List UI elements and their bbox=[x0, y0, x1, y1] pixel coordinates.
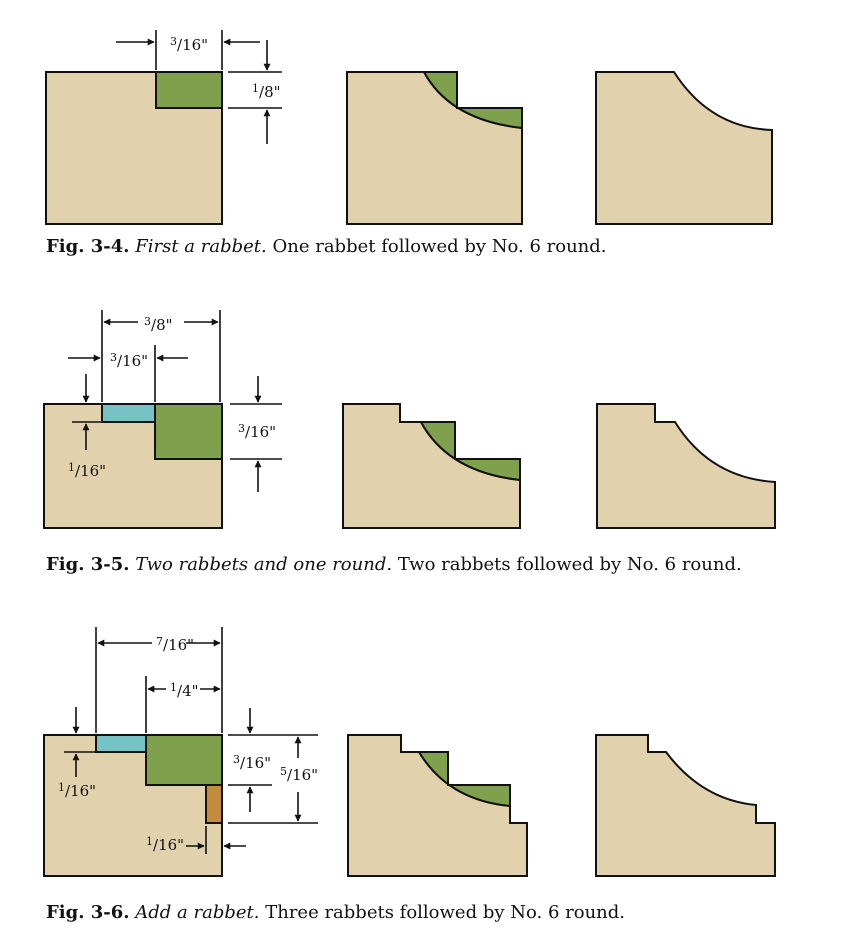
fig-3-5-caption-label: Fig. 3-5. bbox=[46, 554, 130, 575]
fig-3-6-mid-width-label: 1/4" bbox=[170, 681, 199, 700]
fig-3-5-small-depth-label: 1/16" bbox=[68, 461, 106, 480]
fig-3-5-small-rabbet-cut bbox=[101, 403, 156, 423]
fig-3-4-caption-title: First a rabbet. bbox=[135, 236, 267, 257]
fig-3-4-depth-label: 1/8" bbox=[252, 82, 281, 101]
fig-3-6-diagram: 7/16" 1/4" 1/16" 3/16" 5/16" bbox=[43, 627, 776, 877]
fig-3-6-outer-width-label: 7/16" bbox=[156, 635, 194, 654]
fig-3-5-caption: Fig. 3-5. Two rabbets and one round. Two… bbox=[46, 554, 742, 575]
fig-3-6-total-depth-label: 5/16" bbox=[280, 765, 318, 784]
fig-3-5-caption-title: Two rabbets and one round. bbox=[135, 554, 393, 575]
fig-3-6-caption: Fig. 3-6. Add a rabbet. Three rabbets fo… bbox=[46, 902, 625, 923]
fig-3-6-caption-text: Three rabbets followed by No. 6 round. bbox=[265, 902, 625, 923]
fig-3-5-diagram: 3/8" 3/16" 1/16" 3/16" bbox=[43, 310, 776, 529]
fig-3-6-finished-profile bbox=[595, 734, 776, 877]
fig-3-5-depth-label: 3/16" bbox=[238, 422, 276, 441]
fig-3-6-side-rabbet-cut bbox=[205, 784, 223, 824]
fig-3-4-width-label: 3/16" bbox=[170, 35, 208, 54]
fig-3-6-caption-title: Add a rabbet. bbox=[135, 902, 260, 923]
fig-3-6-caption-label: Fig. 3-6. bbox=[46, 902, 130, 923]
fig-3-4-caption: Fig. 3-4. First a rabbet. One rabbet fol… bbox=[46, 236, 607, 257]
fig-3-5-caption-text: Two rabbets followed by No. 6 round. bbox=[397, 554, 742, 575]
fig-3-4-round-cut bbox=[422, 71, 523, 130]
fig-3-4-caption-label: Fig. 3-4. bbox=[46, 236, 130, 257]
fig-3-5-outer-width-label: 3/8" bbox=[144, 315, 173, 334]
fig-3-6-large-rabbet-cut bbox=[145, 734, 223, 786]
fig-3-4-rabbet-cut bbox=[155, 71, 223, 109]
fig-3-4-stock-profile bbox=[346, 71, 523, 225]
fig-3-5-inner-width-label: 3/16" bbox=[110, 351, 148, 370]
fig-3-6-round-cut bbox=[417, 751, 511, 808]
fig-3-6-side-rabbet-label: 1/16" bbox=[146, 835, 184, 854]
fig-3-6-small-depth-label: 1/16" bbox=[58, 781, 96, 800]
fig-3-5-large-rabbet-cut bbox=[154, 403, 223, 460]
fig-3-6-mid-depth-label: 3/16" bbox=[233, 753, 271, 772]
fig-3-5-finished-profile bbox=[596, 403, 776, 529]
fig-3-5-round-cut bbox=[419, 421, 521, 482]
fig-3-4-caption-text: One rabbet followed by No. 6 round. bbox=[272, 236, 607, 257]
fig-3-6-small-rabbet-cut bbox=[95, 734, 147, 753]
fig-3-4-finished-profile bbox=[595, 71, 773, 225]
fig-3-4-diagram: 3/16" 1/8" bbox=[45, 30, 773, 225]
